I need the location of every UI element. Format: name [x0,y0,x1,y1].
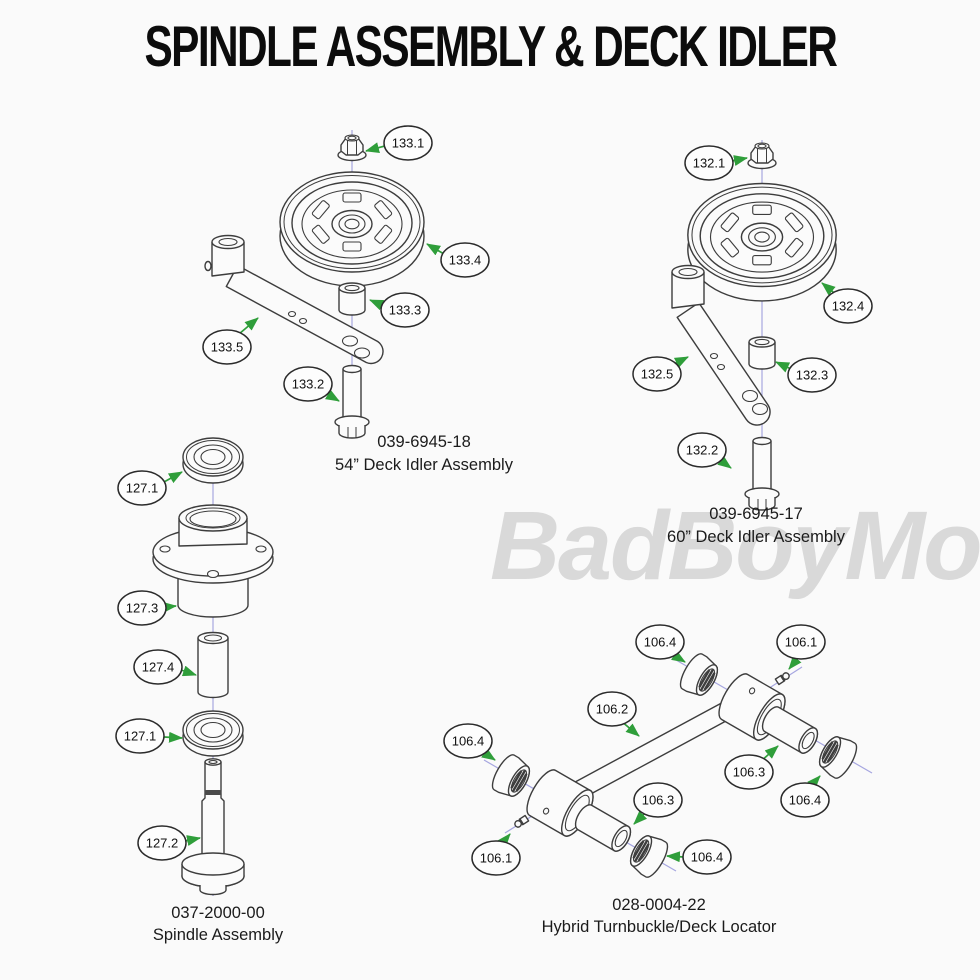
bearing-top [182,437,244,484]
bushing-bottom [623,828,674,882]
watermark-text: BadBoyMowerParts.com [490,491,980,600]
spacer-sleeve-bottom [571,801,635,855]
grease-fitting-top [774,670,792,686]
caption-spindle-part-number: 037-2000-00 [171,904,265,922]
idler-arm-60 [671,264,771,426]
callout-133-1: 133.1 [365,125,433,161]
svg-text:106.2: 106.2 [596,702,629,717]
spacer-sleeve-right [758,703,822,757]
nut-60 [747,142,777,170]
callout-106-4-bottom: 106.4 [666,839,732,875]
svg-text:133.1: 133.1 [392,136,425,151]
callout-133-3: 133.3 [369,292,430,328]
assembly-60-deck-idler: 132.1 132.4 132.3 132.5 132.2 039-6945-1… [632,140,873,546]
idler-pulley-60 [687,182,837,302]
svg-text:132.1: 132.1 [693,156,726,171]
svg-text:106.3: 106.3 [642,793,675,808]
svg-text:133.4: 133.4 [449,253,482,268]
svg-text:132.2: 132.2 [686,443,719,458]
bushing-right [812,729,863,783]
callout-106-4-top: 106.4 [635,624,686,663]
spacer-60 [748,336,776,370]
callout-127-2: 127.2 [137,825,201,861]
svg-text:132.3: 132.3 [796,368,829,383]
caption-turnbuckle-name: Hybrid Turnbuckle/Deck Locator [542,918,777,936]
svg-text:127.4: 127.4 [142,660,175,675]
svg-text:127.2: 127.2 [146,836,179,851]
svg-text:106.4: 106.4 [789,793,822,808]
spacer-54 [338,282,366,316]
svg-text:127.1: 127.1 [124,729,157,744]
svg-text:132.4: 132.4 [832,299,865,314]
assembly-54-deck-idler: 133.1 133.4 133.3 133.5 133.2 039-6945-1… [202,125,514,474]
grease-fitting-bottom [512,814,530,830]
svg-text:133.5: 133.5 [211,340,244,355]
svg-text:132.5: 132.5 [641,367,674,382]
spindle-shaft [181,758,245,896]
svg-text:106.1: 106.1 [480,851,513,866]
svg-text:106.4: 106.4 [691,850,724,865]
assembly-spindle: 127.1 127.3 127.4 127.1 127.2 037-2000-0… [115,437,284,944]
callout-127-1-bottom: 127.1 [115,718,183,754]
spindle-housing [152,504,274,618]
svg-text:106.1: 106.1 [785,635,818,650]
callout-106-1-top: 106.1 [776,624,826,670]
callout-106-4-left: 106.4 [443,723,496,761]
svg-text:127.1: 127.1 [126,481,159,496]
svg-text:106.4: 106.4 [452,734,485,749]
callout-106-3-bottom: 106.3 [633,782,683,825]
callout-106-4-right: 106.4 [780,775,830,818]
callout-133-2: 133.2 [283,366,340,402]
spacer-tube [197,631,229,699]
callout-106-3-right: 106.3 [724,745,779,790]
callout-132-1: 132.1 [684,145,748,181]
svg-text:127.3: 127.3 [126,601,159,616]
bolt-54 [334,364,370,439]
svg-text:133.2: 133.2 [292,377,325,392]
svg-text:106.4: 106.4 [644,635,677,650]
svg-text:133.3: 133.3 [389,303,422,318]
caption-turnbuckle-part-number: 028-0004-22 [612,896,706,914]
callout-132-3: 132.3 [775,357,837,393]
callout-127-3: 127.3 [117,590,177,626]
svg-text:106.3: 106.3 [733,765,766,780]
callout-133-5: 133.5 [202,317,259,365]
callout-127-4: 127.4 [133,649,197,685]
callout-132-2: 132.2 [677,432,732,469]
caption-54-part-number: 039-6945-18 [377,433,471,451]
caption-54-name: 54” Deck Idler Assembly [335,456,514,474]
bushing-top [674,649,725,703]
callout-132-5: 132.5 [632,356,689,392]
caption-60-part-number: 039-6945-17 [709,505,803,523]
caption-spindle-name: Spindle Assembly [153,926,284,944]
callout-106-2: 106.2 [587,691,640,737]
caption-60-name: 60” Deck Idler Assembly [667,528,846,546]
callout-127-1-top: 127.1 [117,470,183,506]
nut-54 [337,134,367,162]
bolt-60 [744,436,780,511]
callout-132-4: 132.4 [821,282,873,324]
idler-arm-54 [204,234,384,365]
callout-106-1-bottom: 106.1 [471,833,521,876]
assembly-turnbuckle: 106.4 106.1 106.2 106.3 106.4 106.4 [443,624,873,936]
idler-pulley-54 [279,171,425,287]
page-title: SPINDLE ASSEMBLY & DECK IDLER [144,15,837,79]
callout-133-4: 133.4 [426,242,490,278]
bearing-bottom [182,710,244,757]
